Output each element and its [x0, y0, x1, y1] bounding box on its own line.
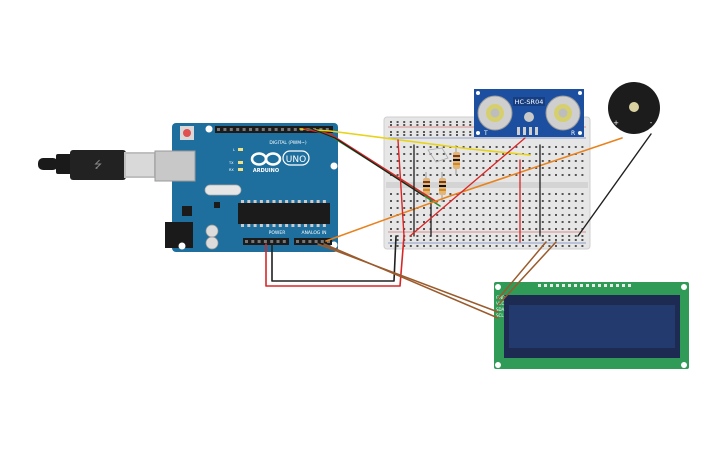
led-label-l: L	[233, 148, 235, 152]
wire-red-sensor	[409, 137, 526, 237]
wire-brown-2	[323, 243, 499, 319]
resistors	[423, 145, 460, 202]
lcd-screen	[509, 305, 675, 348]
analog-header-label: ANALOG IN	[301, 230, 326, 236]
ultrasonic-sensor: HC-SR04 T R	[474, 89, 584, 137]
wire-orange	[325, 137, 623, 242]
arduino-uno-board: DIGITAL (PWM~) UNO ARDUINO L TX RX	[154, 123, 338, 252]
led-label-tx: TX	[228, 161, 234, 165]
wire-red-power	[265, 235, 405, 287]
model-label: UNO	[286, 155, 306, 165]
svg-text:⭍: ⭍	[94, 159, 102, 171]
piezo-buzzer: + -	[608, 82, 660, 134]
brand-label: ARDUINO	[253, 168, 279, 174]
arduino-logo-icon	[250, 152, 282, 166]
wires	[265, 128, 652, 319]
wire-red-signal	[303, 128, 438, 203]
power-header-label: POWER	[269, 230, 286, 236]
lcd-pin-sda: SDA	[496, 307, 505, 312]
wire-brown-4	[497, 241, 557, 306]
reset-button	[183, 129, 191, 137]
wire-black-buzzer	[577, 133, 652, 237]
sensor-model-label: HC-SR04	[515, 98, 544, 106]
wire-brown-1	[317, 243, 499, 313]
wire-black-power	[271, 235, 397, 282]
sensor-right-label: R	[571, 130, 575, 137]
lcd-pin-gnd: GND	[496, 295, 505, 300]
buzzer-minus-label: -	[650, 119, 653, 127]
led-label-rx: RX	[229, 168, 234, 172]
wire-black-signal	[311, 128, 425, 197]
wire-red-bb	[397, 139, 405, 237]
lcd-pin-scl: SCL	[496, 313, 504, 318]
lcd-display: GND VCC SDA SCL	[494, 282, 689, 369]
resistor-1	[453, 145, 460, 175]
buzzer-plus-label: +	[613, 119, 619, 127]
rgb-led	[427, 147, 449, 163]
digital-header-label: DIGITAL (PWM~)	[269, 140, 307, 146]
resistor-3	[439, 172, 446, 202]
usb-cable: ⭍	[38, 150, 156, 180]
wire-brown-3	[497, 241, 547, 300]
sensor-left-label: T	[483, 130, 488, 137]
